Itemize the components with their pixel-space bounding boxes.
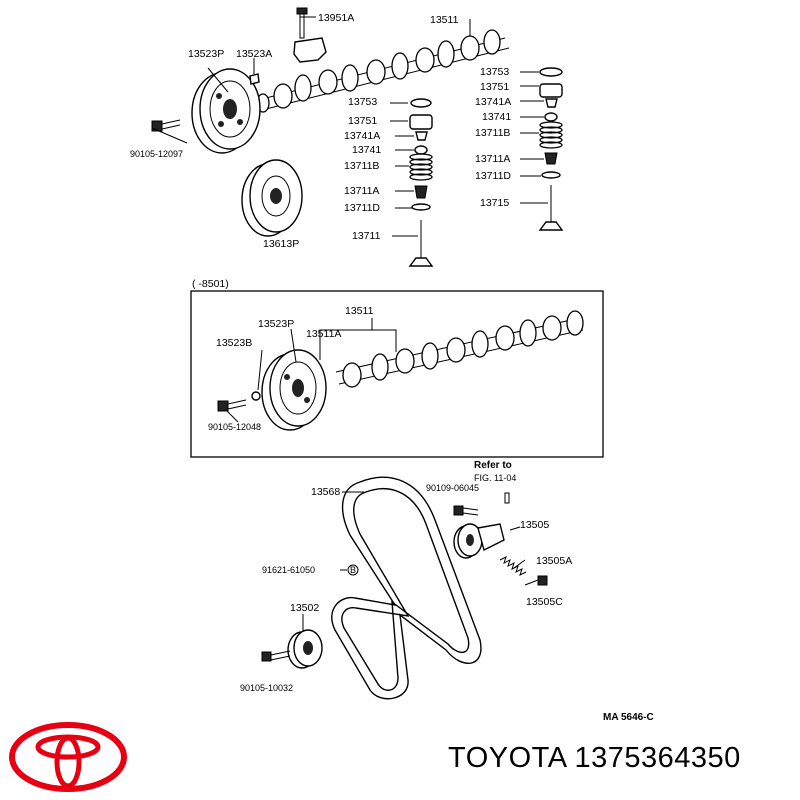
label-13568: 13568 bbox=[311, 486, 340, 498]
label-90105-10032: 90105-10032 bbox=[240, 683, 293, 693]
label-range: ( -8501) bbox=[192, 278, 229, 290]
label-13711A-mid: 13711A bbox=[344, 185, 379, 197]
label-13741A-right: 13741A bbox=[475, 96, 511, 108]
cam-pulley-top bbox=[191, 68, 261, 154]
label-13711D-right: 13711D bbox=[475, 170, 511, 182]
label-91621-61050: 91621-61050 bbox=[262, 565, 315, 575]
label-13711: 13711 bbox=[352, 230, 381, 242]
svg-text:B: B bbox=[350, 565, 356, 575]
timing-belt-13568 bbox=[331, 476, 482, 700]
part-labels: 13951A 13511 13523P 13523A 90105-12097 1… bbox=[130, 12, 654, 723]
label-13505C: 13505C bbox=[526, 596, 563, 608]
label-13523P-box: 13523P bbox=[258, 318, 294, 330]
label-13951A: 13951A bbox=[318, 12, 354, 24]
valve-stack-right bbox=[538, 67, 564, 231]
bearing-cap-top bbox=[293, 7, 327, 63]
label-13511-box: 13511 bbox=[345, 305, 374, 317]
label-13751-right: 13751 bbox=[480, 81, 509, 93]
camshaft-top bbox=[256, 29, 510, 113]
label-13523B: 13523B bbox=[216, 337, 252, 349]
pin-refer bbox=[504, 492, 510, 504]
label-13505A: 13505A bbox=[536, 555, 572, 567]
label-13711D-mid: 13711D bbox=[344, 202, 380, 214]
tensioner-13505 bbox=[453, 523, 505, 559]
label-13753-mid: 13753 bbox=[348, 96, 377, 108]
refer-line-2: FIG. 11-04 bbox=[474, 473, 516, 483]
idler-pulley-13613P bbox=[241, 159, 303, 237]
label-13741-mid: 13741 bbox=[352, 144, 381, 156]
label-13753-right: 13753 bbox=[480, 66, 509, 78]
toyota-logo bbox=[9, 722, 127, 792]
leader-lines-box bbox=[225, 318, 397, 423]
label-90105-12097: 90105-12097 bbox=[130, 149, 183, 159]
label-13751-mid: 13751 bbox=[348, 115, 377, 127]
bolt-90109-06045 bbox=[453, 505, 479, 516]
bolt-90105-12097 bbox=[151, 119, 181, 132]
label-13523A: 13523A bbox=[236, 48, 272, 60]
leader-lines-top bbox=[151, 16, 548, 237]
leader-lines-belt bbox=[302, 491, 526, 632]
label-13741A-mid: 13741A bbox=[344, 130, 380, 142]
idler-pulley-13502 bbox=[287, 629, 323, 669]
stud-13505C bbox=[524, 575, 548, 586]
label-13711A-right: 13711A bbox=[475, 153, 510, 165]
cam-pulley-box bbox=[261, 349, 327, 431]
label-90105-12048: 90105-12048 bbox=[208, 422, 261, 432]
camshaft-box bbox=[335, 310, 584, 388]
refer-line-1: Refer to bbox=[474, 460, 512, 471]
label-13502: 13502 bbox=[290, 602, 319, 614]
label-13741-right: 13741 bbox=[482, 111, 511, 123]
label-13613P: 13613P bbox=[263, 238, 299, 250]
pin-13523B bbox=[251, 391, 261, 401]
label-13505: 13505 bbox=[520, 519, 549, 531]
label-13711B-right: 13711B bbox=[475, 127, 510, 139]
footer-part-number: TOYOTA 1375364350 bbox=[448, 742, 741, 774]
key-13523A bbox=[249, 73, 260, 85]
spring-13505A bbox=[499, 556, 527, 576]
washer-91621-61050: B bbox=[347, 564, 359, 576]
label-13511-top: 13511 bbox=[430, 14, 459, 26]
label-90109-06045: 90109-06045 bbox=[426, 483, 479, 493]
diagram-code: MA 5646-C bbox=[603, 712, 654, 723]
variant-box bbox=[190, 290, 604, 458]
valve-stack-middle bbox=[408, 98, 434, 267]
label-13715: 13715 bbox=[480, 197, 509, 209]
label-13711B-mid: 13711B bbox=[344, 160, 379, 172]
bolt-90105-10032 bbox=[261, 650, 291, 662]
bolt-90105-12048 bbox=[217, 399, 247, 412]
label-13511A: 13511A bbox=[306, 328, 341, 340]
label-13523P-top: 13523P bbox=[188, 48, 224, 60]
